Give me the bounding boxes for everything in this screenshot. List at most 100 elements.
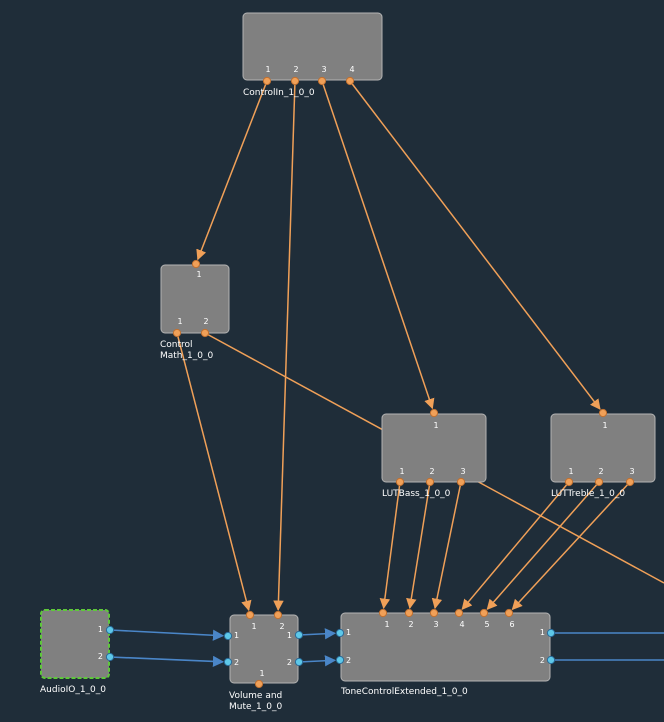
control-pin-o2[interactable] bbox=[425, 477, 435, 487]
block-label: LUTBass_1_0_0 bbox=[382, 489, 451, 499]
pin-label: 2 bbox=[429, 467, 434, 476]
pin-label: 1 bbox=[346, 628, 351, 637]
pin-label: 1 bbox=[287, 631, 292, 640]
block-label: AudioIO_1_0_0 bbox=[40, 685, 106, 695]
block-body[interactable] bbox=[340, 612, 551, 682]
audio-pin-ao1[interactable] bbox=[294, 630, 304, 640]
pin-label: 4 bbox=[349, 65, 354, 74]
wire-controlin-o3-to-lutbass-i1[interactable] bbox=[321, 80, 435, 410]
wire-controlin-o2-to-volume-c2[interactable] bbox=[273, 80, 296, 612]
control-pin-c2[interactable] bbox=[404, 608, 414, 618]
audio-pin-o2[interactable] bbox=[105, 652, 115, 662]
pin-label: 2 bbox=[540, 656, 545, 665]
control-pin-c2[interactable] bbox=[273, 610, 283, 620]
control-pin-o3[interactable] bbox=[456, 477, 466, 487]
block-controlin[interactable]: ControlIn_1_0_0 1 2 3 4 bbox=[242, 12, 383, 98]
wire-luttreble-o1-to-tonecontrol-c4[interactable] bbox=[461, 481, 570, 610]
control-pin-o1[interactable] bbox=[564, 477, 574, 487]
control-pin-c3[interactable] bbox=[429, 608, 439, 618]
pin-label: 2 bbox=[203, 317, 208, 326]
pin-label: 1 bbox=[399, 467, 404, 476]
block-label: LUTTreble_1_0_0 bbox=[551, 489, 625, 499]
pin-label: 2 bbox=[287, 658, 292, 667]
control-pin-o1[interactable] bbox=[395, 477, 405, 487]
control-pin-o1[interactable] bbox=[172, 328, 182, 338]
control-pin-o4[interactable] bbox=[345, 76, 355, 86]
audio-pin-a2[interactable] bbox=[223, 657, 233, 667]
control-pin-c6[interactable] bbox=[504, 608, 514, 618]
control-pin-c5[interactable] bbox=[479, 608, 489, 618]
pin-label: 2 bbox=[293, 65, 298, 74]
pin-label: 2 bbox=[598, 467, 603, 476]
wire-audioio-o1-to-volume-a1[interactable] bbox=[109, 629, 225, 641]
audio-pin-ao2[interactable] bbox=[546, 655, 556, 665]
control-pin-o2[interactable] bbox=[290, 76, 300, 86]
wire-volume-ao1-to-tonecontrol-a1[interactable] bbox=[298, 628, 337, 640]
wire-controlin-o1-to-controlmath-i1[interactable] bbox=[196, 80, 268, 261]
control-pin-co1[interactable] bbox=[254, 679, 264, 689]
control-pin-o1[interactable] bbox=[262, 76, 272, 86]
audio-pin-a1[interactable] bbox=[335, 628, 345, 638]
pin-label: 1 bbox=[259, 669, 264, 678]
pin-label: 1 bbox=[602, 421, 607, 430]
wire-luttreble-o2-to-tonecontrol-c5[interactable] bbox=[486, 481, 600, 611]
block-body[interactable] bbox=[160, 264, 230, 334]
pin-label: 2 bbox=[98, 652, 103, 661]
block-label: Control bbox=[160, 340, 193, 350]
pin-label: 1 bbox=[568, 467, 573, 476]
pin-label: 2 bbox=[408, 620, 413, 629]
wire-audioio-o2-to-volume-a2[interactable] bbox=[109, 655, 225, 667]
audio-pin-ao1[interactable] bbox=[546, 628, 556, 638]
pin-label: 1 bbox=[433, 421, 438, 430]
pin-label: 1 bbox=[177, 317, 182, 326]
block-audioio[interactable]: AudioIO_1_0_012 bbox=[40, 609, 115, 695]
pin-label: 3 bbox=[460, 467, 465, 476]
control-pin-c1[interactable] bbox=[378, 608, 388, 618]
pin-label: 1 bbox=[384, 620, 389, 629]
control-pin-i1[interactable] bbox=[429, 408, 439, 418]
wire-luttreble-o3-to-tonecontrol-c6[interactable] bbox=[511, 481, 631, 611]
block-body[interactable] bbox=[40, 609, 110, 679]
control-pin-o3[interactable] bbox=[625, 477, 635, 487]
pin-label: 4 bbox=[459, 620, 464, 629]
pin-label: 3 bbox=[321, 65, 326, 74]
control-pin-i1[interactable] bbox=[191, 259, 201, 269]
pin-label: 3 bbox=[433, 620, 438, 629]
pin-label: 2 bbox=[346, 656, 351, 665]
block-lutbass[interactable]: LUTBass_1_0_0 1 1 2 3 bbox=[381, 408, 487, 499]
wire-lutbass-o2-to-tonecontrol-c2[interactable] bbox=[406, 481, 431, 610]
control-pin-c1[interactable] bbox=[245, 610, 255, 620]
pin-label: 1 bbox=[265, 65, 270, 74]
wire-lutbass-o3-to-tonecontrol-c3[interactable] bbox=[431, 481, 462, 610]
audio-pin-a1[interactable] bbox=[223, 631, 233, 641]
block-label: ToneControlExtended_1_0_0 bbox=[340, 687, 468, 697]
control-pin-o2[interactable] bbox=[200, 328, 210, 338]
block-label: ControlIn_1_0_0 bbox=[243, 88, 315, 98]
wire-controlin-o4-to-luttreble-i1[interactable] bbox=[349, 80, 601, 410]
block-body[interactable] bbox=[229, 614, 299, 684]
control-pin-o3[interactable] bbox=[317, 76, 327, 86]
block-body[interactable] bbox=[242, 12, 383, 81]
block-label: Math_1_0_0 bbox=[160, 351, 213, 361]
pin-label: 3 bbox=[629, 467, 634, 476]
pin-label: 1 bbox=[540, 628, 545, 637]
wire-volume-ao2-to-tonecontrol-a2[interactable] bbox=[298, 655, 337, 667]
control-pin-o2[interactable] bbox=[594, 477, 604, 487]
audio-pin-a2[interactable] bbox=[335, 655, 345, 665]
block-label: Volume and bbox=[229, 691, 282, 701]
block-luttreble[interactable]: LUTTreble_1_0_0 1 1 2 3 bbox=[550, 408, 656, 499]
pin-label: 6 bbox=[509, 620, 514, 629]
audio-pin-o1[interactable] bbox=[105, 625, 115, 635]
audio-pin-ao2[interactable] bbox=[294, 657, 304, 667]
wire-controlmath-o1-to-volume-c1[interactable] bbox=[176, 332, 252, 612]
pin-label: 1 bbox=[196, 270, 201, 279]
control-pin-i1[interactable] bbox=[598, 408, 608, 418]
pin-label: 2 bbox=[234, 658, 239, 667]
wire-lutbass-o1-to-tonecontrol-c1[interactable] bbox=[379, 481, 401, 610]
control-pin-c4[interactable] bbox=[454, 608, 464, 618]
